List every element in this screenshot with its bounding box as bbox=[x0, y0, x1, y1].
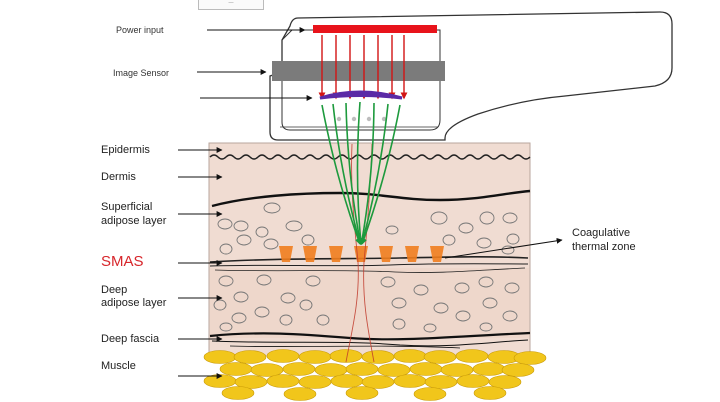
muscle-fiber bbox=[423, 350, 457, 364]
muscle-fiber bbox=[409, 362, 443, 376]
muscle-fiber bbox=[393, 374, 427, 388]
muscle-fiber bbox=[473, 386, 507, 400]
muscle-fiber bbox=[361, 350, 395, 364]
focusing-lens bbox=[319, 90, 403, 100]
muscle-fiber bbox=[266, 349, 300, 363]
dermis-boundary-line bbox=[211, 189, 531, 208]
label-epidermis: Epidermis bbox=[101, 144, 150, 156]
epidermis-line bbox=[209, 154, 531, 160]
thermal-mark bbox=[279, 246, 293, 262]
muscle-fiber bbox=[219, 362, 253, 376]
muscle-tissue bbox=[203, 349, 547, 401]
muscle-fiber bbox=[393, 349, 427, 363]
label-deep-adipose-line1: Deep bbox=[101, 284, 128, 296]
label-muscle: Muscle bbox=[101, 360, 136, 372]
muscle-fiber bbox=[221, 386, 255, 400]
energy-arrows bbox=[318, 35, 408, 100]
label-smas: SMAS bbox=[101, 253, 144, 270]
label-coagulative-line2: thermal zone bbox=[572, 241, 636, 253]
label-power-input: Power input bbox=[116, 25, 164, 35]
thermal-mark bbox=[379, 246, 393, 262]
image-sensor-bar bbox=[272, 61, 445, 81]
muscle-fiber bbox=[472, 362, 506, 376]
muscle-fiber bbox=[298, 350, 332, 364]
tissue-block bbox=[203, 142, 547, 401]
label-deep-adipose-line2: adipose layer bbox=[101, 297, 167, 309]
muscle-fiber bbox=[345, 362, 379, 376]
ultrasound-beam bbox=[359, 102, 375, 245]
top-tab: — bbox=[198, 0, 264, 10]
ultrasound-beam bbox=[360, 104, 401, 245]
thermal-mark bbox=[405, 246, 419, 262]
ultrasound-beam bbox=[345, 102, 363, 245]
muscle-fiber bbox=[424, 375, 458, 389]
label-coagulative-line1: Coagulative bbox=[572, 227, 631, 239]
label-dermis: Dermis bbox=[101, 171, 136, 183]
muscle-fiber bbox=[266, 374, 300, 388]
muscle-fiber bbox=[455, 349, 489, 363]
muscle-fiber bbox=[233, 350, 267, 364]
ultrasound-beam bbox=[321, 104, 362, 245]
superficial-fat-cells bbox=[217, 202, 520, 255]
muscle-fiber bbox=[413, 387, 447, 401]
muscle-fiber bbox=[488, 375, 522, 389]
thermal-mark bbox=[329, 246, 343, 262]
thermal-mark bbox=[430, 246, 444, 262]
muscle-fiber bbox=[345, 386, 379, 400]
muscle-fiber bbox=[282, 362, 316, 376]
muscle-fiber bbox=[298, 375, 332, 389]
muscle-fiber bbox=[513, 351, 547, 365]
muscle-fiber bbox=[330, 374, 364, 388]
power-input-bar bbox=[313, 25, 437, 33]
label-deep-fascia: Deep fascia bbox=[101, 333, 160, 345]
muscle-fiber bbox=[203, 350, 237, 364]
label-image-sensor: Image Sensor bbox=[113, 68, 170, 78]
deep-fascia-lines bbox=[209, 331, 531, 349]
transducer-device bbox=[269, 11, 673, 141]
muscle-fiber bbox=[456, 374, 490, 388]
smas-lines bbox=[209, 256, 529, 273]
muscle-fiber bbox=[501, 363, 535, 377]
label-superficial-adipose-line1: Superficial bbox=[101, 201, 153, 213]
ultrasound-beam bbox=[332, 103, 362, 245]
ultrasound-beam bbox=[356, 101, 364, 245]
transducer-inner-tray bbox=[281, 29, 441, 131]
muscle-fiber bbox=[283, 387, 317, 401]
ultrasound-beam bbox=[360, 103, 389, 245]
ultrasound-beams bbox=[321, 101, 401, 245]
deep-fat-cells bbox=[213, 274, 520, 333]
leader-arrows bbox=[178, 27, 563, 379]
thermal-mark bbox=[303, 246, 317, 262]
label-superficial-adipose-line2: adipose layer bbox=[101, 215, 167, 227]
transducer-elements bbox=[336, 116, 387, 122]
deep-tissue-band bbox=[210, 268, 529, 338]
